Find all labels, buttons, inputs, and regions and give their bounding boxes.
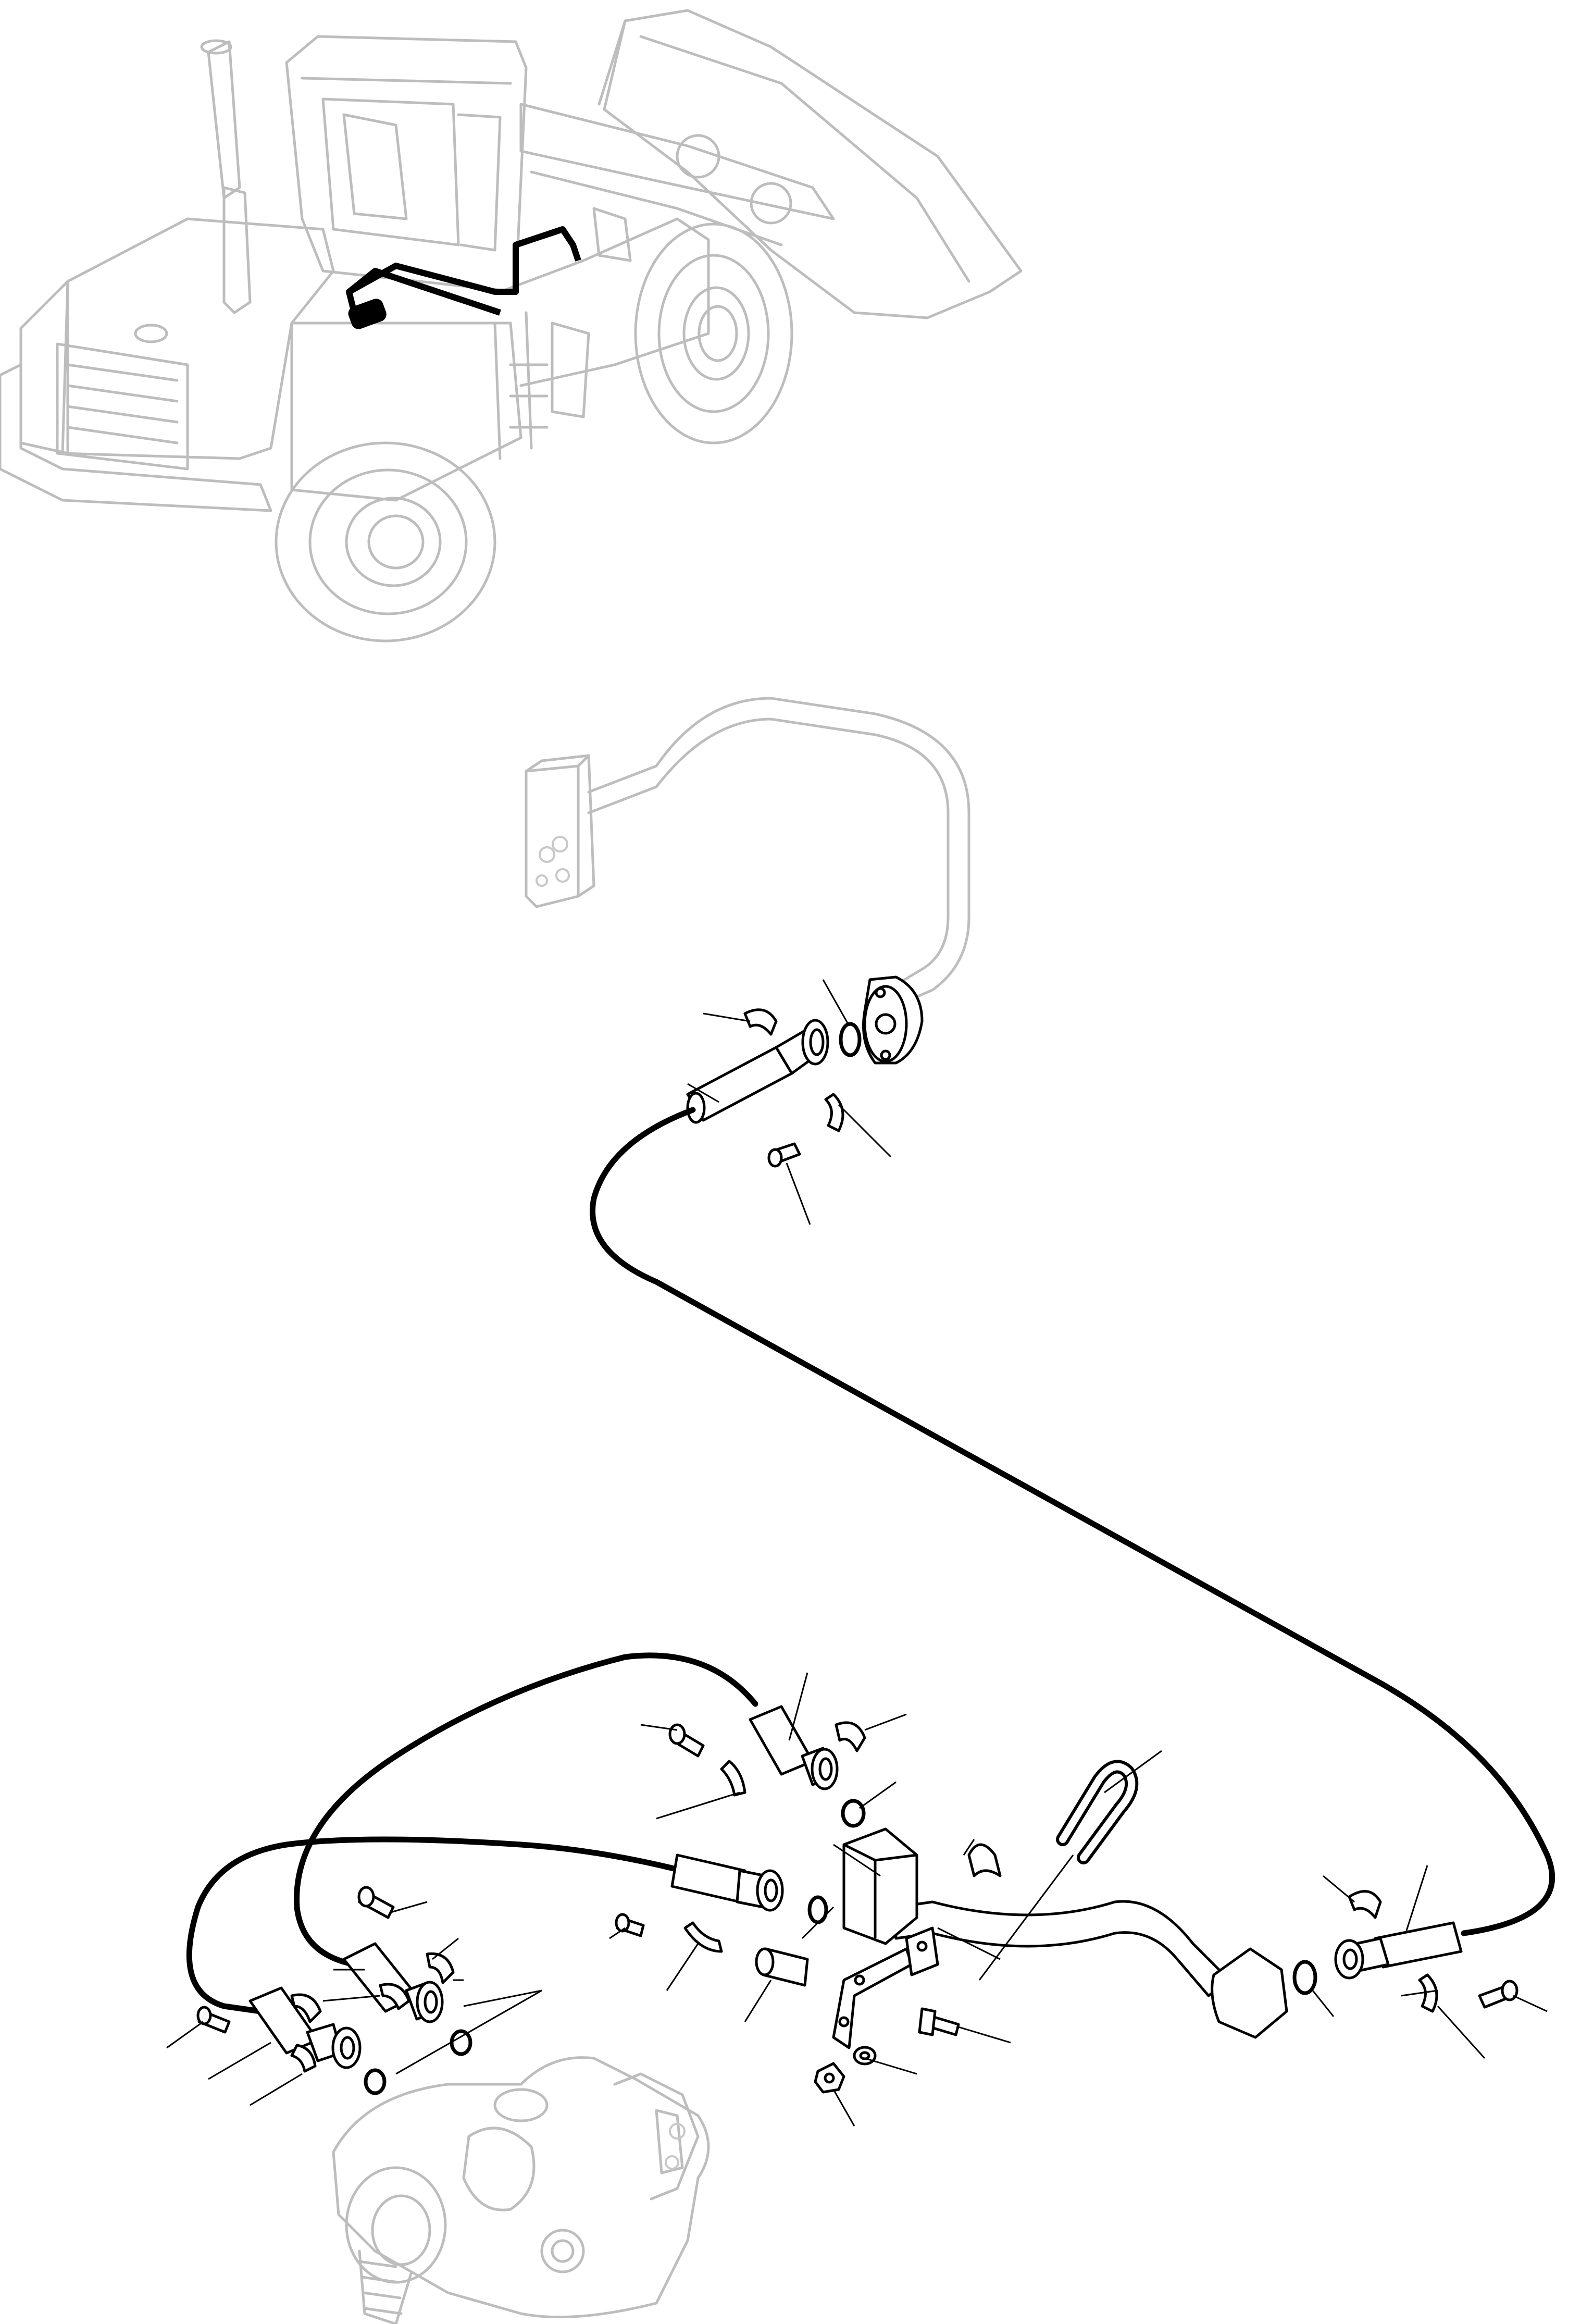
nut-bracket (814, 2062, 845, 2094)
split-clamp-top-lower (824, 1093, 844, 1132)
bolt-pump-lower (196, 2006, 231, 2034)
loader-front-wheel (634, 222, 793, 444)
split-clamp-pump-lower-a (290, 1993, 322, 2023)
o-ring-top (839, 1022, 862, 1057)
hose-fitting-top (686, 1019, 829, 1124)
o-ring-middle-top (841, 1799, 866, 1828)
tube-end-block-left (842, 1827, 918, 1945)
long-pressure-hose (590, 1107, 1555, 1936)
loader-hose-route-highlight (346, 226, 581, 329)
saddle-clamp (967, 1843, 1002, 1877)
split-clamp-pump-upper-a (426, 1952, 455, 1984)
hydraulic-pump-ghost (332, 2056, 710, 2324)
mounting-bracket (832, 1926, 939, 2049)
o-ring-right (1292, 1960, 1317, 1995)
callout-leaders-center (744, 1750, 1162, 2127)
callout-leaders-top (687, 979, 892, 1225)
u-bolt (1056, 1760, 1139, 1864)
loader-cab (285, 35, 528, 293)
split-clamp-pump-upper-b (379, 1983, 410, 2010)
loader-lift-arms (519, 103, 835, 246)
steel-tube-ghost (587, 697, 970, 1007)
hose-fitting-right (1334, 1921, 1463, 1980)
control-valve-ghost (525, 754, 595, 908)
split-clamp-lower-top (683, 1921, 723, 1953)
loader-main-frame (290, 207, 710, 502)
bolt-lower-top (615, 1913, 645, 1937)
loader-exhaust-stack (200, 39, 252, 314)
split-clamp-top-upper (743, 1008, 778, 1036)
bolt-pump-upper (357, 1886, 395, 1919)
o-ring-pump-upper (450, 2029, 472, 2056)
steel-tube-center (894, 1900, 1231, 1997)
bolt-top (767, 1142, 801, 1168)
split-clamp-middle-top-upper (835, 1721, 866, 1752)
split-clamp-middle-top-lower (720, 1760, 746, 1797)
split-clamp-right-upper (1348, 1890, 1382, 1919)
lower-pressure-hose (186, 1836, 686, 2014)
callout-leaders-right (1229, 1865, 1548, 2059)
washer-bracket (853, 2046, 877, 2066)
callout-leaders-pump (166, 1901, 542, 2106)
flange-plate (862, 975, 924, 1065)
loader-engine-hood (0, 217, 335, 512)
tube-end-block-right (1211, 1947, 1288, 2039)
middle-pressure-hose (294, 1652, 758, 1968)
bolt-right (1478, 1980, 1518, 2009)
o-ring-lower-top (807, 1895, 828, 1924)
loader-bucket (597, 9, 1023, 319)
wheel-loader-overview (0, 9, 1023, 642)
hose-fitting-lower-top (670, 1853, 784, 1912)
bolt-bracket (918, 2007, 960, 2036)
callout-leaders-middle-top (640, 1672, 907, 1820)
hose-fitting-middle-top (749, 1705, 839, 1790)
loader-rear-wheel (275, 441, 496, 642)
spacer-sleeve (755, 1947, 809, 1987)
o-ring-pump-lower (364, 2068, 387, 2095)
hose-fitting-pump-lower (248, 1986, 362, 2069)
split-clamp-right-lower (1418, 1973, 1438, 2013)
callout-leaders-lower-top (609, 1927, 699, 1991)
split-clamp-pump-lower-b (290, 2044, 317, 2073)
